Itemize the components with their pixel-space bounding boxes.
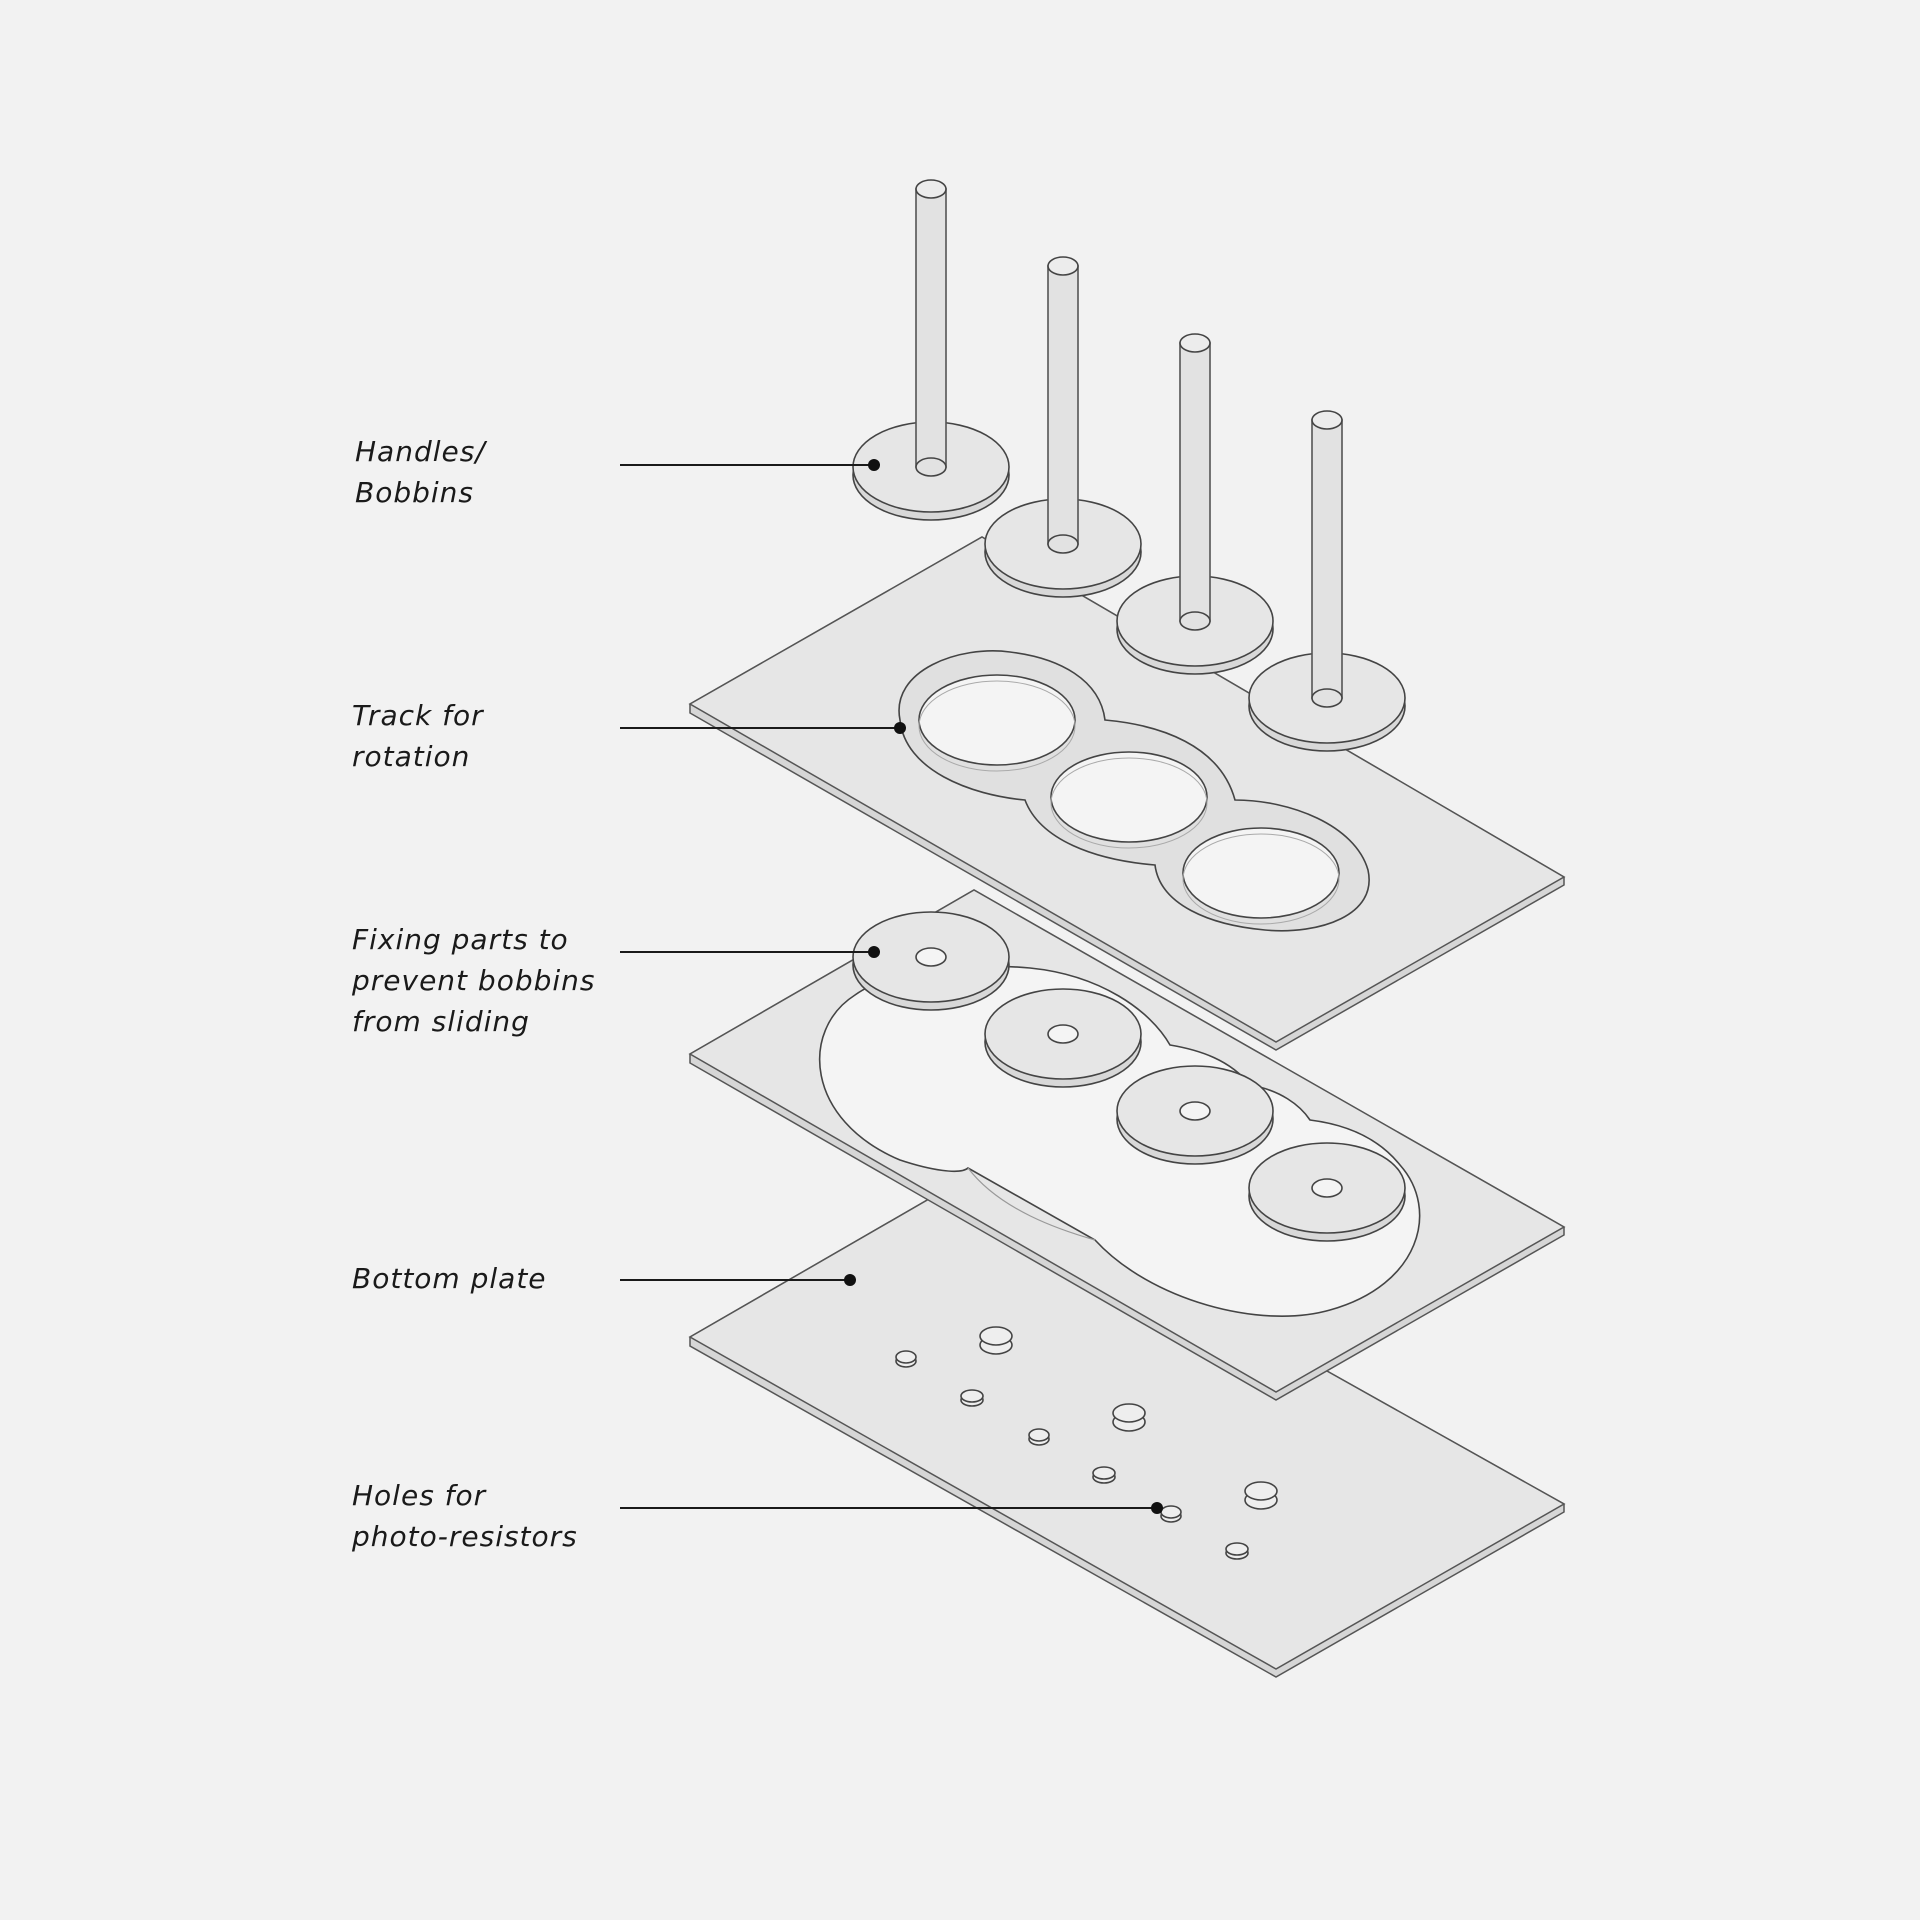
label-line: from sliding — [352, 1005, 530, 1038]
fixing-part-hole — [1311, 1178, 1343, 1198]
leader-dot — [868, 459, 880, 471]
label-handles-bobbins: Handles/ Bobbins — [355, 431, 486, 513]
label-line: prevent bobbins — [352, 964, 596, 997]
bobbin — [1248, 410, 1406, 752]
bobbin — [984, 256, 1142, 598]
track-plate — [688, 536, 1566, 1051]
label-fixing-parts: Fixing parts to prevent bobbins from sli… — [352, 919, 596, 1042]
label-line: Holes for — [352, 1479, 487, 1512]
photo-resistor-hole — [1092, 1466, 1116, 1484]
bobbin — [1116, 333, 1274, 675]
track-ring — [918, 674, 1076, 772]
label-holes-photo-resistors: Holes for photo-resistors — [352, 1475, 578, 1557]
bobbin — [852, 179, 1010, 521]
track-ring — [1182, 827, 1340, 925]
fixing-part-hole — [1047, 1024, 1079, 1044]
photo-resistor-hole — [1160, 1505, 1182, 1523]
fixing-plate-cutout — [818, 965, 1421, 1317]
leader-holes — [620, 1502, 1163, 1514]
photo-resistor-hole — [1028, 1428, 1050, 1446]
leader-bottom — [620, 1274, 856, 1286]
label-line: Fixing parts to — [352, 923, 569, 956]
label-bottom-plate: Bottom plate — [352, 1258, 547, 1299]
label-line: Track for — [352, 699, 484, 732]
photo-resistor-hole — [895, 1350, 917, 1368]
bottom-plate — [688, 1172, 1566, 1678]
fixing-part — [984, 988, 1142, 1088]
label-line: Bottom plate — [352, 1262, 547, 1295]
bobbins — [852, 179, 1406, 752]
label-track-for-rotation: Track for rotation — [352, 695, 484, 777]
label-line: rotation — [352, 740, 471, 773]
leader-handles — [620, 459, 880, 471]
fixing-part-hole — [915, 947, 947, 967]
photo-resistor-holes — [895, 1326, 1278, 1560]
track-ring — [1050, 751, 1208, 849]
fixing-part — [1248, 1142, 1406, 1242]
photo-resistor-hole — [979, 1326, 1013, 1355]
fixing-plate — [688, 889, 1566, 1401]
fixing-part — [852, 911, 1010, 1011]
leader-dot — [844, 1274, 856, 1286]
photo-resistor-hole — [1225, 1542, 1249, 1560]
leader-track — [620, 722, 906, 734]
photo-resistor-hole — [960, 1389, 984, 1407]
photo-resistor-hole — [1244, 1481, 1278, 1510]
label-line: Handles/ — [355, 435, 486, 468]
leader-dot — [894, 722, 906, 734]
leader-dot — [868, 946, 880, 958]
leader-lines — [620, 459, 1163, 1514]
label-line: Bobbins — [355, 476, 474, 509]
fixing-part-hole — [1179, 1101, 1211, 1121]
leader-dot — [1151, 1502, 1163, 1514]
fixing-plate-cutout-wall — [967, 1167, 1096, 1241]
label-line: photo-resistors — [352, 1520, 578, 1553]
leader-fixing — [620, 946, 880, 958]
fixing-part — [1116, 1065, 1274, 1165]
photo-resistor-hole — [1112, 1403, 1146, 1432]
